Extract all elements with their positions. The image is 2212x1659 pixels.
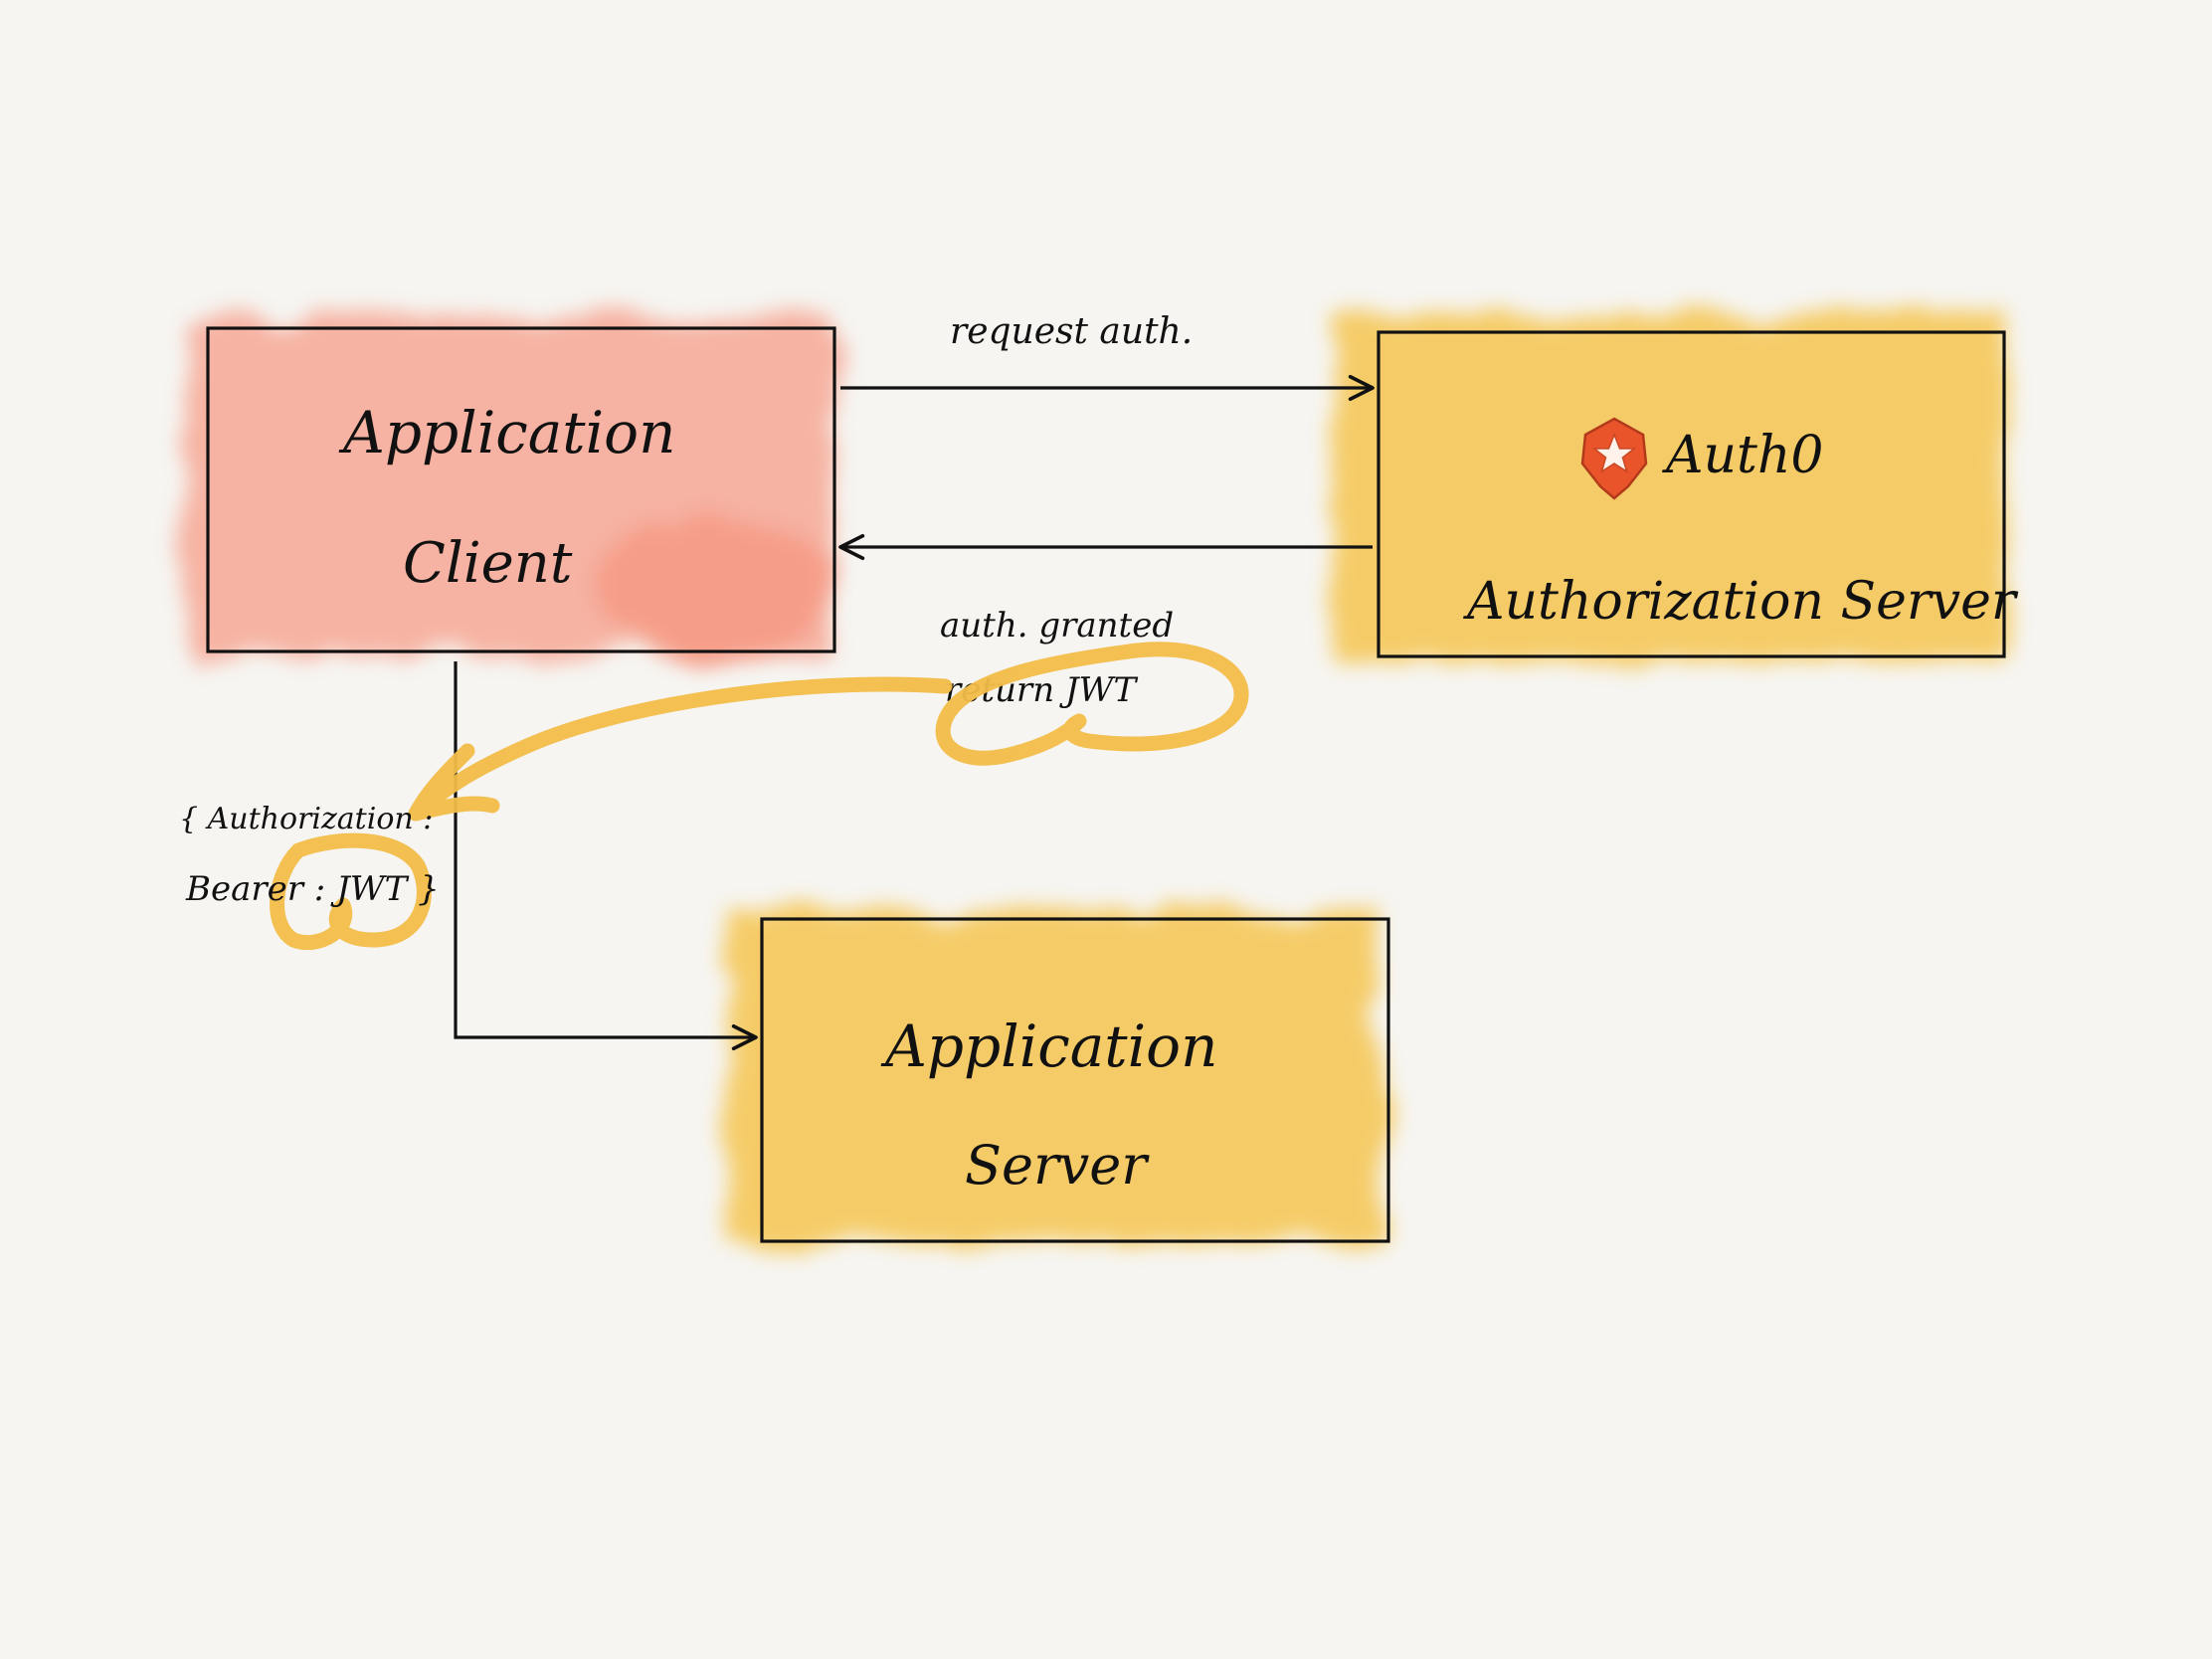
edge-auth-granted: auth. granted return JWT <box>838 533 1373 710</box>
edge-request-auth: request auth. <box>840 311 1375 402</box>
client-label-line1: Application <box>338 399 675 466</box>
authorization-header-annotation: { Authorization : Bearer : JWT } <box>179 802 440 909</box>
jwt-circle-top <box>935 642 1249 766</box>
app-server-wash <box>726 910 1382 1243</box>
jwt-circle-bottom <box>270 832 432 951</box>
auth-granted-label: auth. granted <box>940 606 1174 645</box>
annotation-line1: { Authorization : <box>179 802 433 836</box>
jwt-highlight-strokes <box>270 642 1249 951</box>
application-client-node: Application Client <box>187 318 836 656</box>
auth-server-label: Authorization Server <box>1463 572 2019 632</box>
auth0-brand-label: Auth0 <box>1662 426 1824 485</box>
client-label-line2: Client <box>403 531 573 596</box>
authorization-server-node: Auth0 Authorization Server <box>1333 313 2019 661</box>
jwt-transfer-arrowhead <box>408 743 500 822</box>
client-wash-accent <box>597 517 835 656</box>
app-server-label-line2: Server <box>965 1134 1150 1197</box>
request-auth-label: request auth. <box>950 311 1193 352</box>
jwt-transfer-arrow <box>408 676 953 822</box>
auth-server-wash <box>1333 313 2009 661</box>
app-server-label-line1: Application <box>880 1013 1217 1080</box>
client-box <box>206 326 836 653</box>
app-server-box <box>760 917 1390 1243</box>
auth0-shield-star-icon <box>1580 417 1648 500</box>
annotation-line2: Bearer : JWT } <box>185 869 440 909</box>
auth-server-box <box>1377 330 2006 658</box>
application-server-node: Application Server <box>726 910 1390 1243</box>
